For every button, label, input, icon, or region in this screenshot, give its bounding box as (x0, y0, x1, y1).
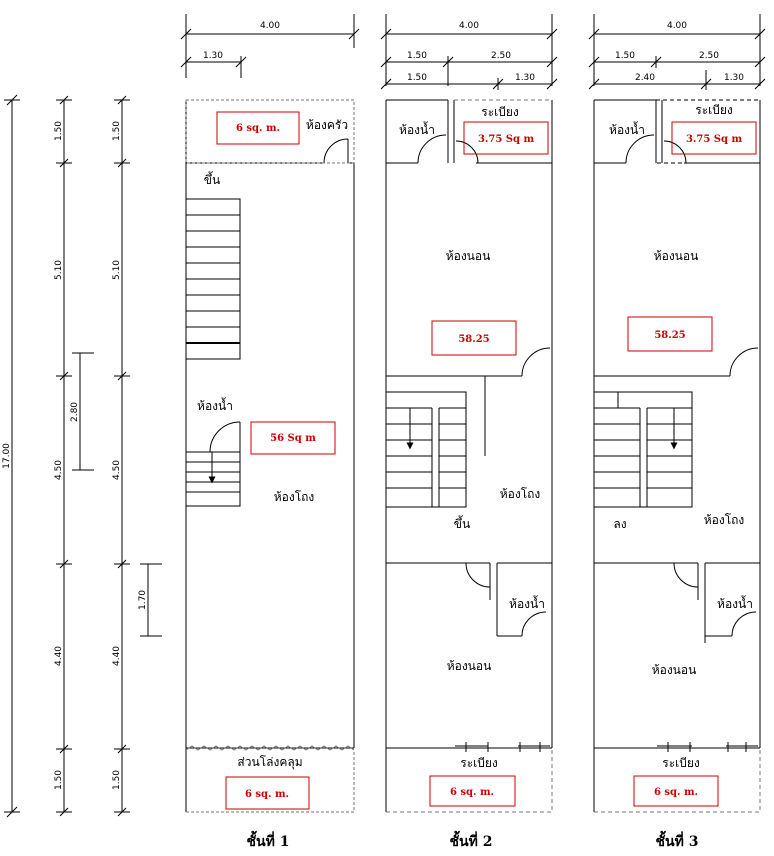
floor3-balcony-bottom-area: 6 sq. m. (654, 787, 698, 798)
dim-a-2: 5.10 (54, 260, 64, 280)
floor2-balcony-top-label: ระเบียง (481, 105, 519, 119)
floor-2-plan: 4.00 1.50 2.50 1.50 1.30 ระเบียง ห้องน้ำ… (380, 14, 558, 850)
floor2-balcony-bottom-area: 6 sq. m. (450, 787, 494, 798)
floor2-bedroom-area: 58.25 (458, 334, 489, 345)
dim-a-5: 1.50 (54, 770, 64, 790)
floor2-stair-label: ขึ้น (454, 515, 470, 531)
floor1-stair-label: ขึ้น (204, 171, 220, 187)
dim-b-5: 1.50 (112, 770, 122, 790)
dim-a-1: 1.50 (54, 121, 64, 141)
floor3-top-dim-400: 4.00 (667, 21, 687, 31)
dim-b-1: 1.50 (112, 121, 122, 141)
floor1-kitchen-area: 6 sq. m. (236, 123, 280, 134)
floor3-balcony-top-area: 3.75 Sq m (686, 134, 743, 145)
floor2-bedroom-back-label: ห้องนอน (447, 659, 492, 673)
dim-a-3: 4.50 (54, 460, 64, 480)
floor2-bath-top-label: ห้องน้ำ (399, 121, 435, 137)
floor3-title: ชั้นที่ 3 (656, 830, 699, 850)
floor2-top-dim-400: 4.00 (459, 21, 479, 31)
floor1-bath-label: ห้องน้ำ (197, 397, 233, 413)
floor3-bedroom-back-label: ห้องนอน (652, 663, 697, 677)
floor1-top-dim-130: 1.30 (203, 51, 223, 61)
floor2-bedroom-front-label: ห้องนอน (446, 249, 491, 263)
floor2-living-label: ห้องโถง (500, 487, 541, 501)
dim-b-3: 4.50 (112, 460, 122, 480)
left-dimension-labels: 17.00 1.50 5.10 4.50 4.40 1.50 1.50 5.10… (2, 121, 148, 790)
floor3-stair-label: ลง (613, 517, 626, 531)
floor1-living-label: ห้องโถง (274, 490, 315, 504)
floor3-balcony-top-label: ระเบียง (695, 103, 733, 117)
dim-a-4: 4.40 (54, 646, 64, 666)
floor3-living-label: ห้องโถง (704, 513, 745, 527)
floor-3-plan: 4.00 1.50 2.50 2.40 1.30 ระเบียง ห้องน้ำ… (588, 14, 766, 850)
floor2-top-dim-250: 2.50 (491, 51, 511, 61)
floor2-bath-back-label: ห้องน้ำ (509, 595, 545, 611)
floor3-top-dim-240: 2.40 (635, 73, 655, 83)
floor2-top-dim-130: 1.30 (515, 73, 535, 83)
floor3-bath-back-label: ห้องน้ำ (717, 595, 753, 611)
floor1-top-dim-400: 4.00 (260, 21, 280, 31)
floor-1-plan: 4.00 1.30 6 sq. m. ห้องครัว ขึ้น ห้องน้ำ… (180, 14, 360, 850)
floor3-top-dim-250: 2.50 (699, 51, 719, 61)
floor3-balcony-bottom-label: ระเบียง (662, 756, 700, 770)
left-dimensions (4, 94, 162, 818)
floor3-bedroom-front-label: ห้องนอน (654, 249, 699, 263)
floor1-title: ชั้นที่ 1 (247, 830, 290, 850)
dim-b-2: 5.10 (112, 260, 122, 280)
dim-b-4: 4.40 (112, 646, 122, 666)
floor1-kitchen-label: ห้องครัว (306, 118, 348, 132)
floor1-bath-area: 56 Sq m (270, 433, 316, 444)
floor2-top-dim-150b: 1.50 (407, 73, 427, 83)
dim-total-length: 17.00 (2, 443, 12, 469)
floor2-top-dim-150a: 1.50 (407, 51, 427, 61)
floor1-porch-label: ส่วนโล่งคลุม (237, 755, 302, 770)
floor2-balcony-top-area: 3.75 Sq m (478, 134, 535, 145)
floor1-porch-area: 6 sq. m. (245, 789, 289, 800)
dim-2-80: 2.80 (70, 402, 80, 422)
floor3-top-dim-150: 1.50 (615, 51, 635, 61)
floor3-bedroom-area: 58.25 (654, 330, 685, 341)
floor2-title: ชั้นที่ 2 (450, 830, 493, 850)
dim-1-70: 1.70 (138, 590, 148, 610)
floor3-bath-top-label: ห้องน้ำ (609, 121, 645, 137)
floor3-top-dim-130: 1.30 (724, 73, 744, 83)
floor2-balcony-bottom-label: ระเบียง (460, 756, 498, 770)
